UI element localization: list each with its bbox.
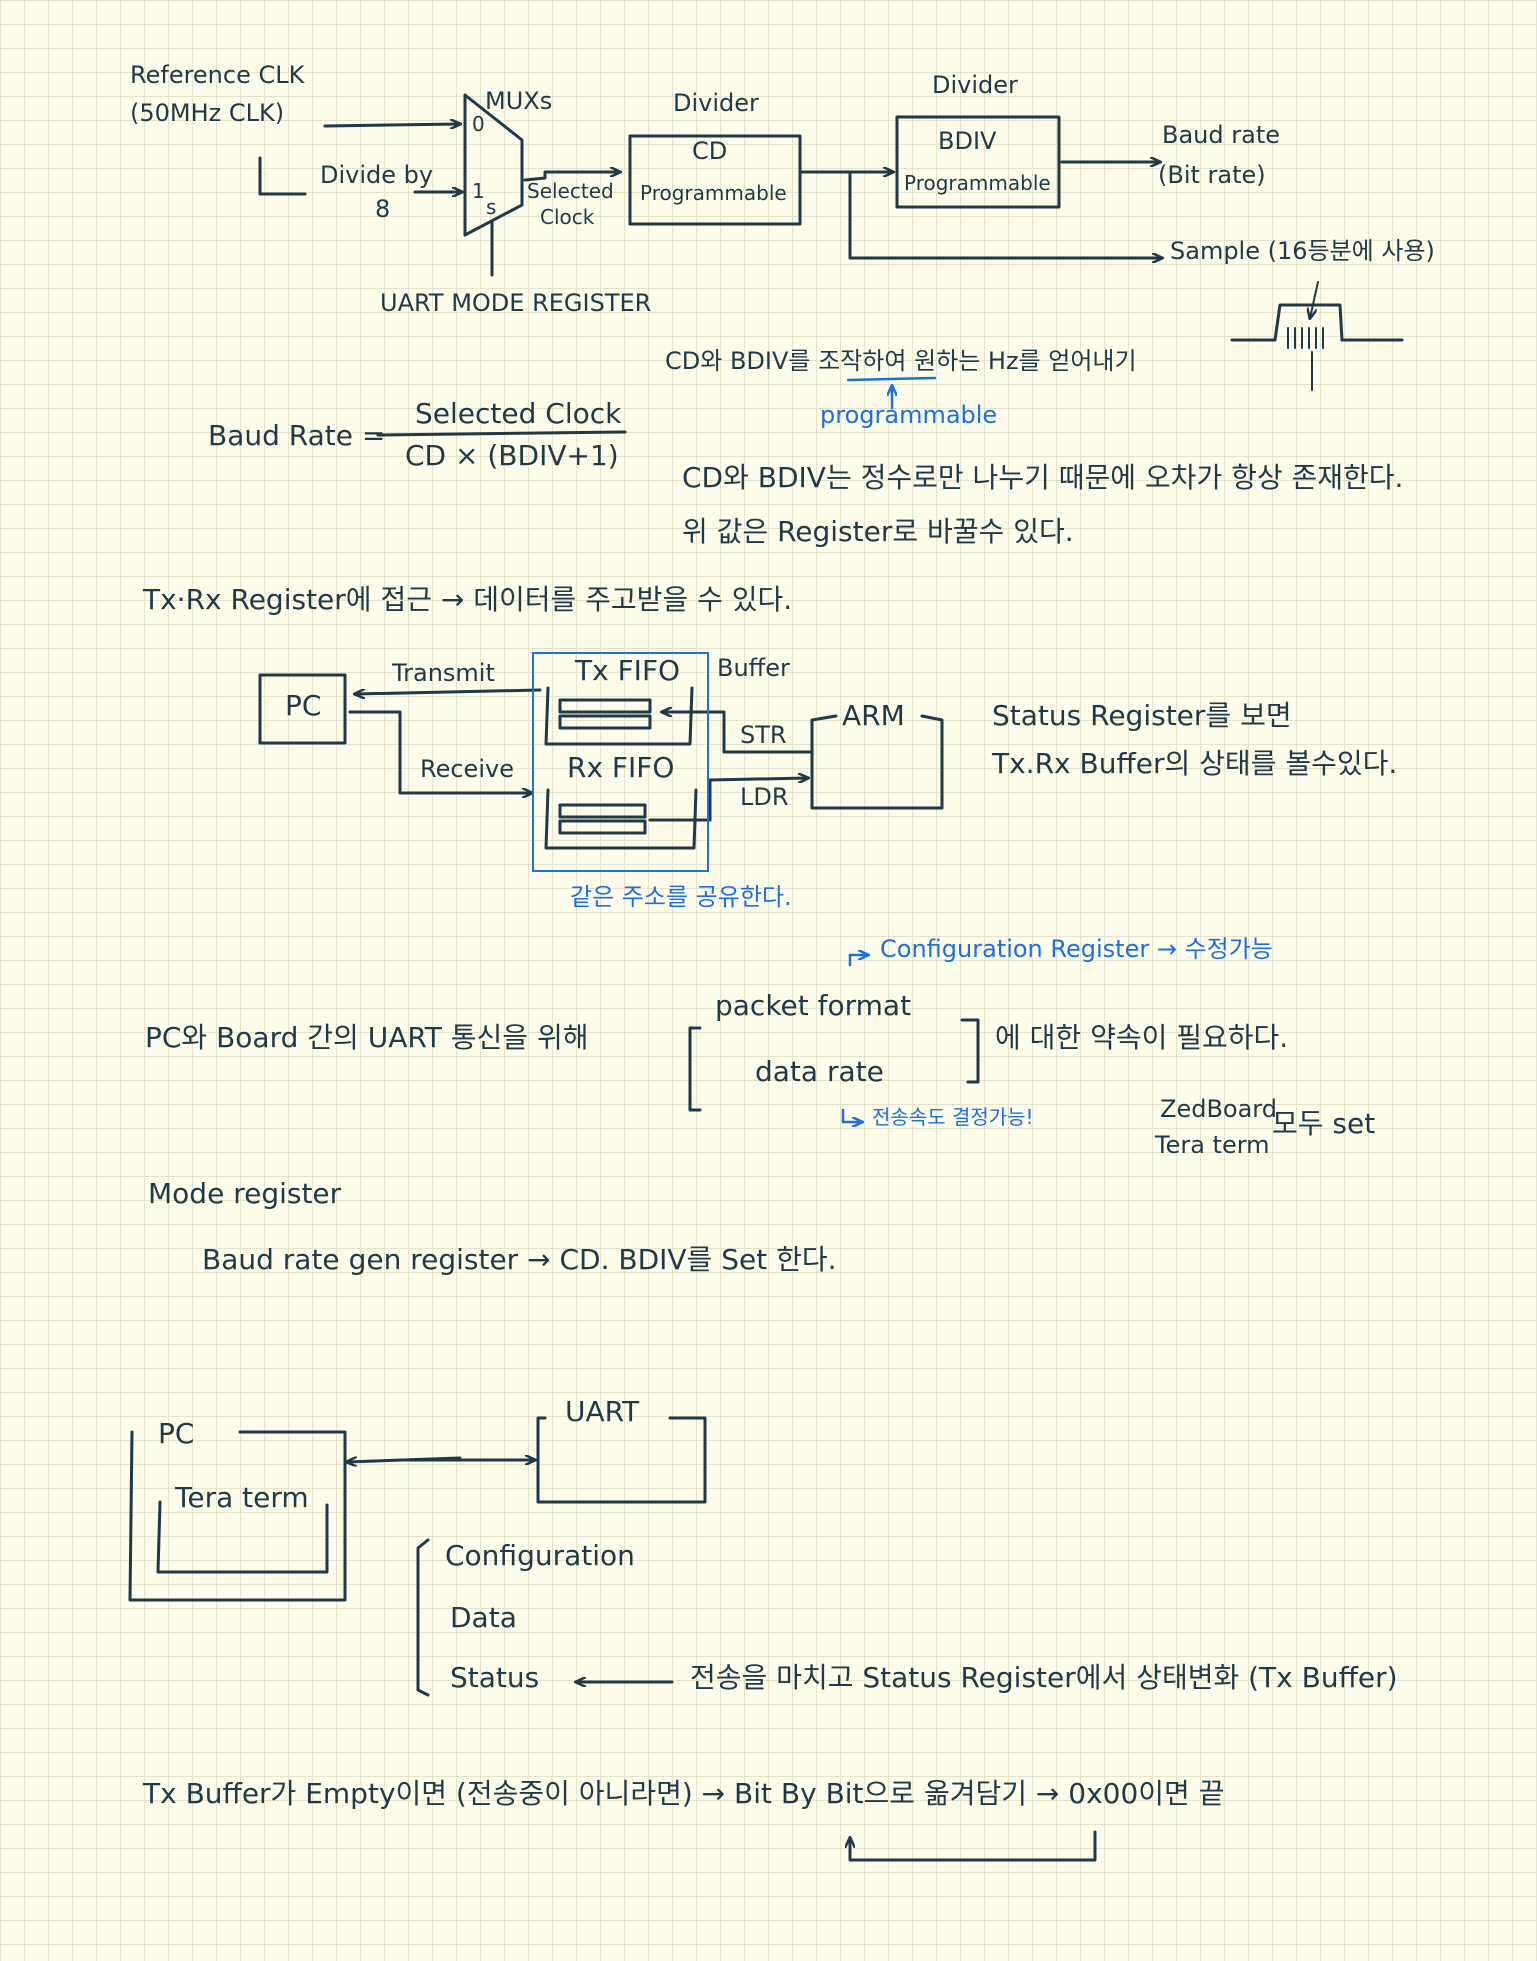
status-note-2: Tx.Rx Buffer의 상태를 볼수있다. bbox=[992, 747, 1398, 780]
register-brace bbox=[416, 1538, 430, 1697]
speed-note: 전송속도 결정가능! bbox=[872, 1105, 1034, 1129]
mux-shape bbox=[463, 93, 524, 237]
mux-title: MUXs bbox=[485, 87, 553, 115]
selected-clock-label-1: Selected bbox=[527, 179, 614, 203]
mux-to-cd-arrow bbox=[523, 172, 620, 182]
mux-input-0: 0 bbox=[472, 112, 485, 136]
formula-lhs: Baud Rate = bbox=[208, 419, 386, 452]
right-bracket bbox=[960, 1018, 980, 1084]
tx-fifo-slot-1 bbox=[558, 698, 652, 714]
left-bracket bbox=[688, 1026, 702, 1112]
bdiv-box-sub: Programmable bbox=[904, 171, 1051, 195]
data-rate-label: data rate bbox=[755, 1055, 884, 1088]
cd-to-sample-arrow bbox=[848, 170, 1162, 258]
sample-label: Sample (16등분에 사용) bbox=[1170, 237, 1435, 265]
loop-arrow bbox=[850, 1830, 1097, 1862]
ref-clk-arrow bbox=[323, 124, 460, 126]
tx-fifo-bracket bbox=[544, 686, 694, 746]
config-register-note: Configuration Register → 수정가능 bbox=[880, 935, 1273, 963]
sample-waveform bbox=[1230, 303, 1404, 342]
bdiv-box-title: BDIV bbox=[938, 127, 997, 155]
receive-arrow bbox=[348, 710, 532, 793]
buffer-label: Buffer bbox=[717, 654, 790, 682]
packet-format-label: packet format bbox=[715, 989, 912, 1022]
status-change-note: 전송을 마치고 Status Register에서 상태변화 (Tx Buffe… bbox=[690, 1661, 1398, 1694]
formula-numerator: Selected Clock bbox=[415, 397, 622, 430]
speed-arrow bbox=[841, 1108, 862, 1122]
status-label: Status bbox=[450, 1661, 540, 1694]
sample-ticks bbox=[1287, 327, 1324, 391]
divider-label-2: Divider bbox=[932, 71, 1018, 99]
data-label: Data bbox=[450, 1601, 517, 1634]
rx-fifo-slot-2 bbox=[558, 819, 647, 835]
pc-board-suffix: 에 대한 약속이 필요하다. bbox=[995, 1021, 1289, 1054]
tera-term-box-label: Tera term bbox=[175, 1481, 309, 1514]
formula-denominator: CD × (BDIV+1) bbox=[405, 439, 619, 472]
cd-bdiv-note: CD와 BDIV를 조작하여 원하는 Hz를 얻어내기 bbox=[665, 347, 1137, 375]
baud-rate-label: Baud rate bbox=[1162, 121, 1280, 149]
cd-box bbox=[628, 134, 802, 226]
divider-label-1: Divider bbox=[673, 89, 759, 117]
register-note: 위 값은 Register로 바꿀수 있다. bbox=[682, 515, 1074, 548]
programmable-note: programmable bbox=[820, 401, 998, 429]
receive-label: Receive bbox=[420, 755, 514, 783]
ldr-label: LDR bbox=[740, 783, 789, 811]
divide-by-label: Divide by bbox=[320, 161, 434, 189]
uart-box bbox=[536, 1416, 707, 1504]
selected-clock-label-2: Clock bbox=[540, 205, 595, 229]
pc-outer-box bbox=[128, 1430, 347, 1602]
uart-mode-register-label: UART MODE REGISTER bbox=[380, 289, 652, 317]
ref-clk-label: Reference CLK bbox=[130, 61, 305, 89]
divide-by-8-line bbox=[258, 156, 307, 196]
rx-fifo-label: Rx FIFO bbox=[567, 751, 675, 784]
zedboard-label: ZedBoard bbox=[1160, 1095, 1277, 1123]
pc-box-label: PC bbox=[158, 1417, 195, 1450]
arm-box bbox=[810, 714, 944, 810]
mux-select-label: s bbox=[486, 195, 497, 219]
pc-box bbox=[258, 673, 347, 745]
ldr-arrow bbox=[648, 778, 808, 822]
configuration-label: Configuration bbox=[445, 1539, 635, 1572]
bdiv-box bbox=[895, 115, 1061, 209]
mux-input-1: 1 bbox=[472, 179, 485, 203]
pc-label: PC bbox=[285, 689, 322, 722]
tx-fifo-slot-2 bbox=[558, 714, 652, 730]
bottom-note: Tx Buffer가 Empty이면 (전송중이 아니라면) → Bit By … bbox=[143, 1777, 1225, 1810]
cd-box-sub: Programmable bbox=[640, 181, 787, 205]
transmit-arrow bbox=[355, 688, 542, 694]
same-address-note: 같은 주소를 공유한다. bbox=[570, 883, 792, 911]
mode-register-label: Mode register bbox=[148, 1177, 342, 1210]
config-arrow bbox=[848, 955, 868, 967]
baud-rate-gen-note: Baud rate gen register → CD. BDIV를 Set 한… bbox=[202, 1243, 837, 1276]
cd-box-title: CD bbox=[692, 137, 728, 165]
pc-board-prefix: PC와 Board 간의 UART 통신을 위해 bbox=[145, 1021, 589, 1054]
arm-label: ARM bbox=[842, 699, 905, 732]
uart-box-label: UART bbox=[565, 1395, 640, 1428]
divide-by-value: 8 bbox=[375, 195, 391, 223]
transmit-label: Transmit bbox=[392, 659, 495, 687]
error-note: CD와 BDIV는 정수로만 나누기 때문에 오차가 항상 존재한다. bbox=[682, 461, 1404, 494]
tera-term-label: Tera term bbox=[1155, 1131, 1270, 1159]
txrx-note: Tx·Rx Register에 접근 → 데이터를 주고받을 수 있다. bbox=[143, 583, 793, 616]
shared-address-highlight bbox=[532, 652, 709, 872]
sample-arrow bbox=[1310, 281, 1319, 318]
ref-clk-freq-label: (50MHz CLK) bbox=[130, 99, 285, 127]
rx-fifo-slot-1 bbox=[558, 803, 647, 819]
tx-fifo-label: Tx FIFO bbox=[575, 654, 681, 687]
status-note-1: Status Register를 보면 bbox=[992, 699, 1292, 732]
str-label: STR bbox=[740, 721, 787, 749]
str-arrow bbox=[662, 712, 812, 754]
formula-fraction-line bbox=[376, 430, 627, 437]
both-set-label: 모두 set bbox=[1272, 1107, 1376, 1140]
bit-rate-label: (Bit rate) bbox=[1158, 161, 1266, 189]
programmable-underline bbox=[846, 376, 937, 382]
tera-term-box bbox=[156, 1500, 329, 1574]
